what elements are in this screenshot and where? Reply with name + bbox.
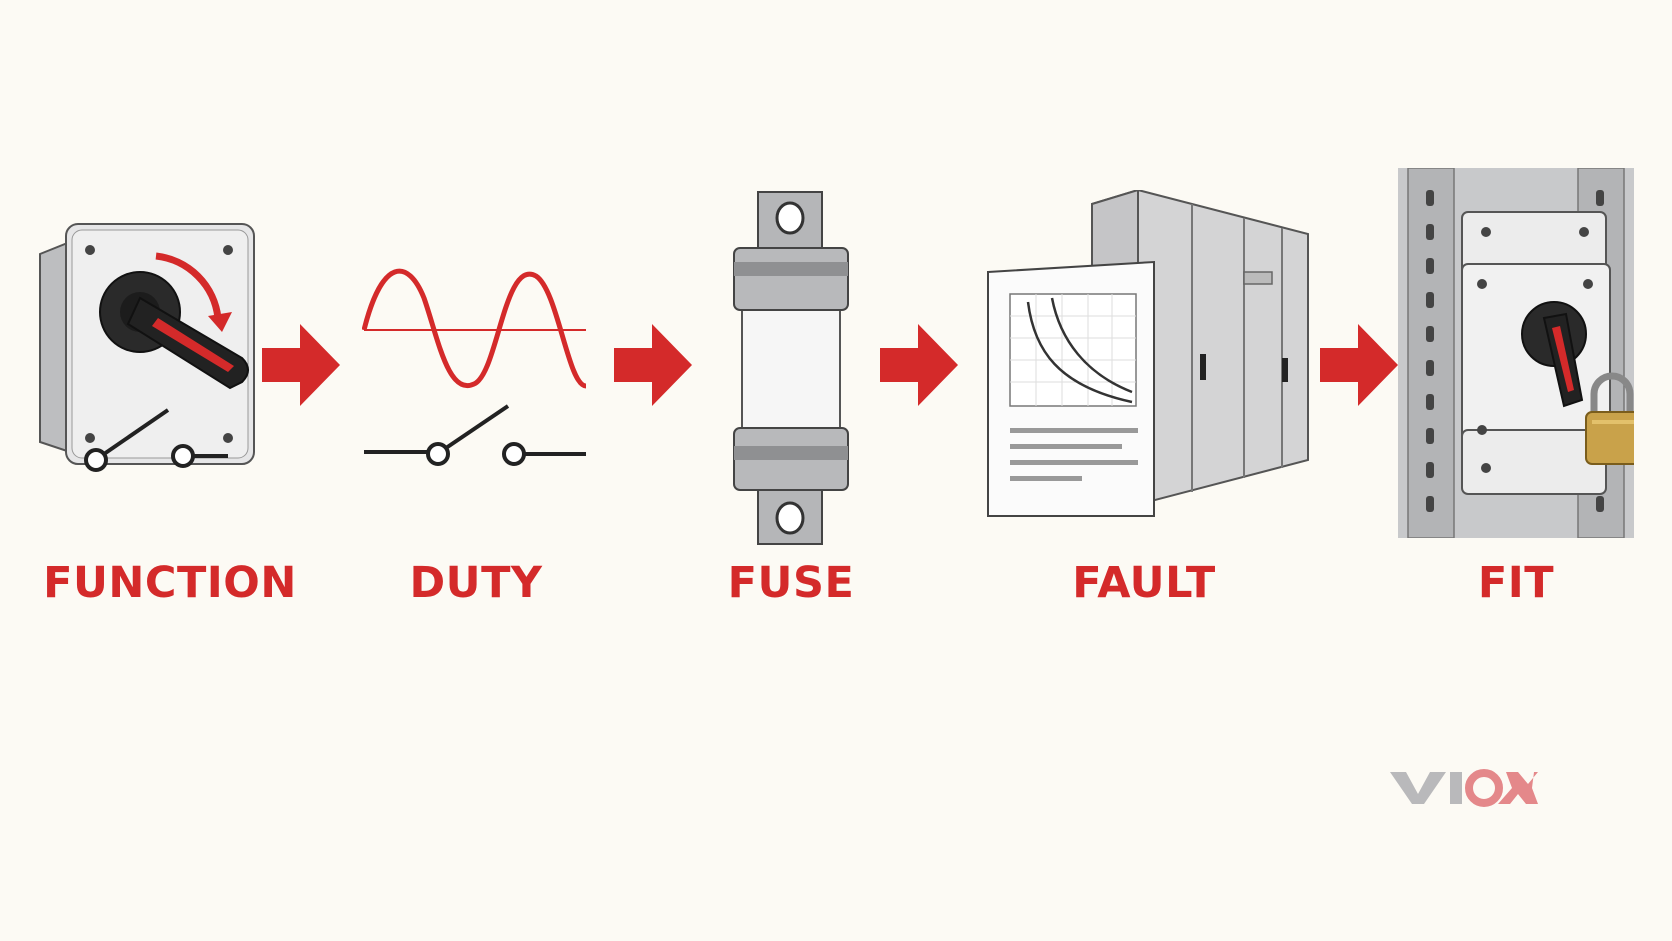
step-label-duty: DUTY: [409, 558, 543, 608]
ac-wave-and-switch-icon: [362, 268, 592, 478]
step-label-fuse: FUSE: [727, 558, 855, 608]
right-arrow-icon: [262, 324, 344, 410]
viox-logo-icon: [1388, 768, 1538, 812]
switchgear-and-curve-document-icon: [982, 190, 1314, 526]
cartridge-fuse-icon: [728, 188, 854, 550]
rotary-isolator-switch-icon: [28, 220, 268, 510]
right-arrow-icon: [880, 324, 962, 410]
din-rail-locked-switch-icon: [1398, 168, 1634, 538]
right-arrow-icon: [614, 324, 696, 410]
step-label-function: FUNCTION: [43, 558, 297, 608]
step-label-fault: FAULT: [1072, 558, 1216, 608]
step-label-fit: FIT: [1477, 558, 1555, 608]
right-arrow-icon: [1320, 324, 1402, 410]
